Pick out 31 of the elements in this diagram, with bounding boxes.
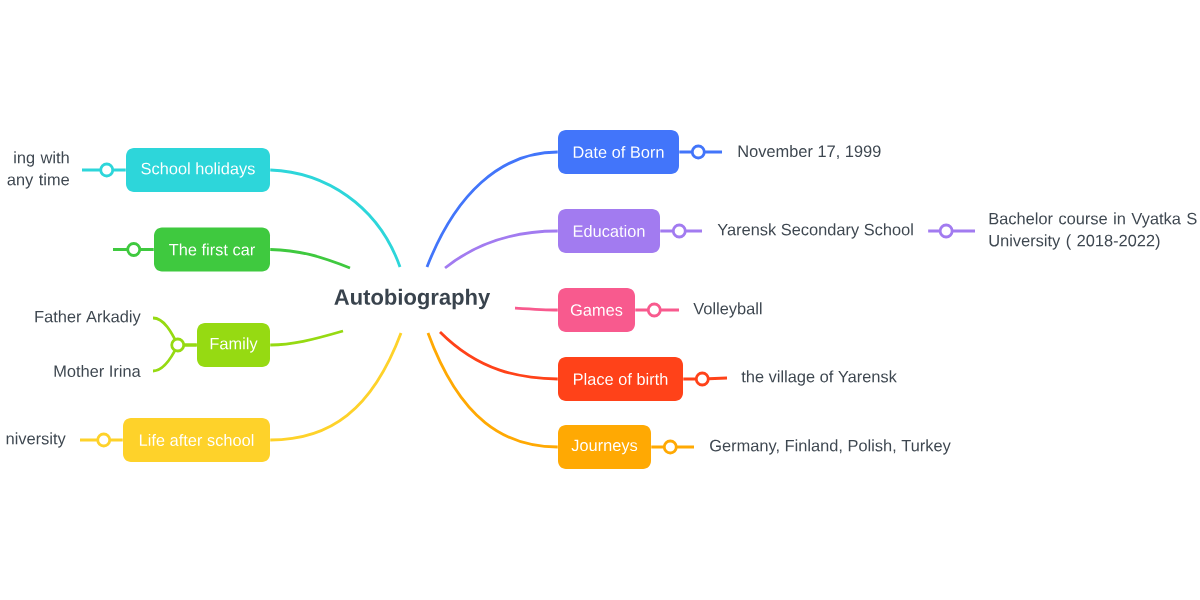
subtopic-text: the village of Yarensk xyxy=(741,370,897,386)
topic-box: Family xyxy=(197,323,270,367)
topic-box: Games xyxy=(558,288,635,332)
central-topic: Autobiography xyxy=(334,288,491,310)
subtopic-text: November 17, 1999 xyxy=(738,145,881,159)
subtopic-text: Bachelor course in Vyatka S University ( 2018-2022) xyxy=(989,212,1197,250)
branch-curve xyxy=(444,229,558,270)
topic-box: School holidays xyxy=(126,148,270,192)
subtopic-text: niversity xyxy=(6,432,66,448)
subtopic-text: Mother Irina xyxy=(54,365,141,378)
branch-curve xyxy=(270,248,351,270)
branch-curve xyxy=(439,331,558,381)
topic-box: Education xyxy=(558,209,660,253)
topic-box: Journeys xyxy=(558,425,651,469)
topic-box: Life after school xyxy=(123,418,270,462)
subtopic-text: Father Arkadiy xyxy=(35,310,141,326)
branch-curve xyxy=(425,150,558,268)
branch-curve xyxy=(514,306,558,312)
subtopic-text: ing with any time xyxy=(7,151,69,189)
subtopic-text: Volleyball xyxy=(693,302,762,318)
toggle-knob xyxy=(170,337,186,353)
branch-curve xyxy=(270,332,403,442)
branch-curve xyxy=(270,168,402,268)
subtopic-text: Germany, Finland, Polish, Turkey xyxy=(710,439,951,455)
topic-box: The first car xyxy=(154,227,270,272)
subtopic-text: Yarensk Secondary School xyxy=(717,223,913,239)
branch-curve xyxy=(270,329,344,347)
topic-box: Date of Born xyxy=(558,130,679,174)
connector-line xyxy=(152,343,197,373)
branch-curve xyxy=(426,332,558,449)
topic-box: Place of birth xyxy=(558,357,683,401)
